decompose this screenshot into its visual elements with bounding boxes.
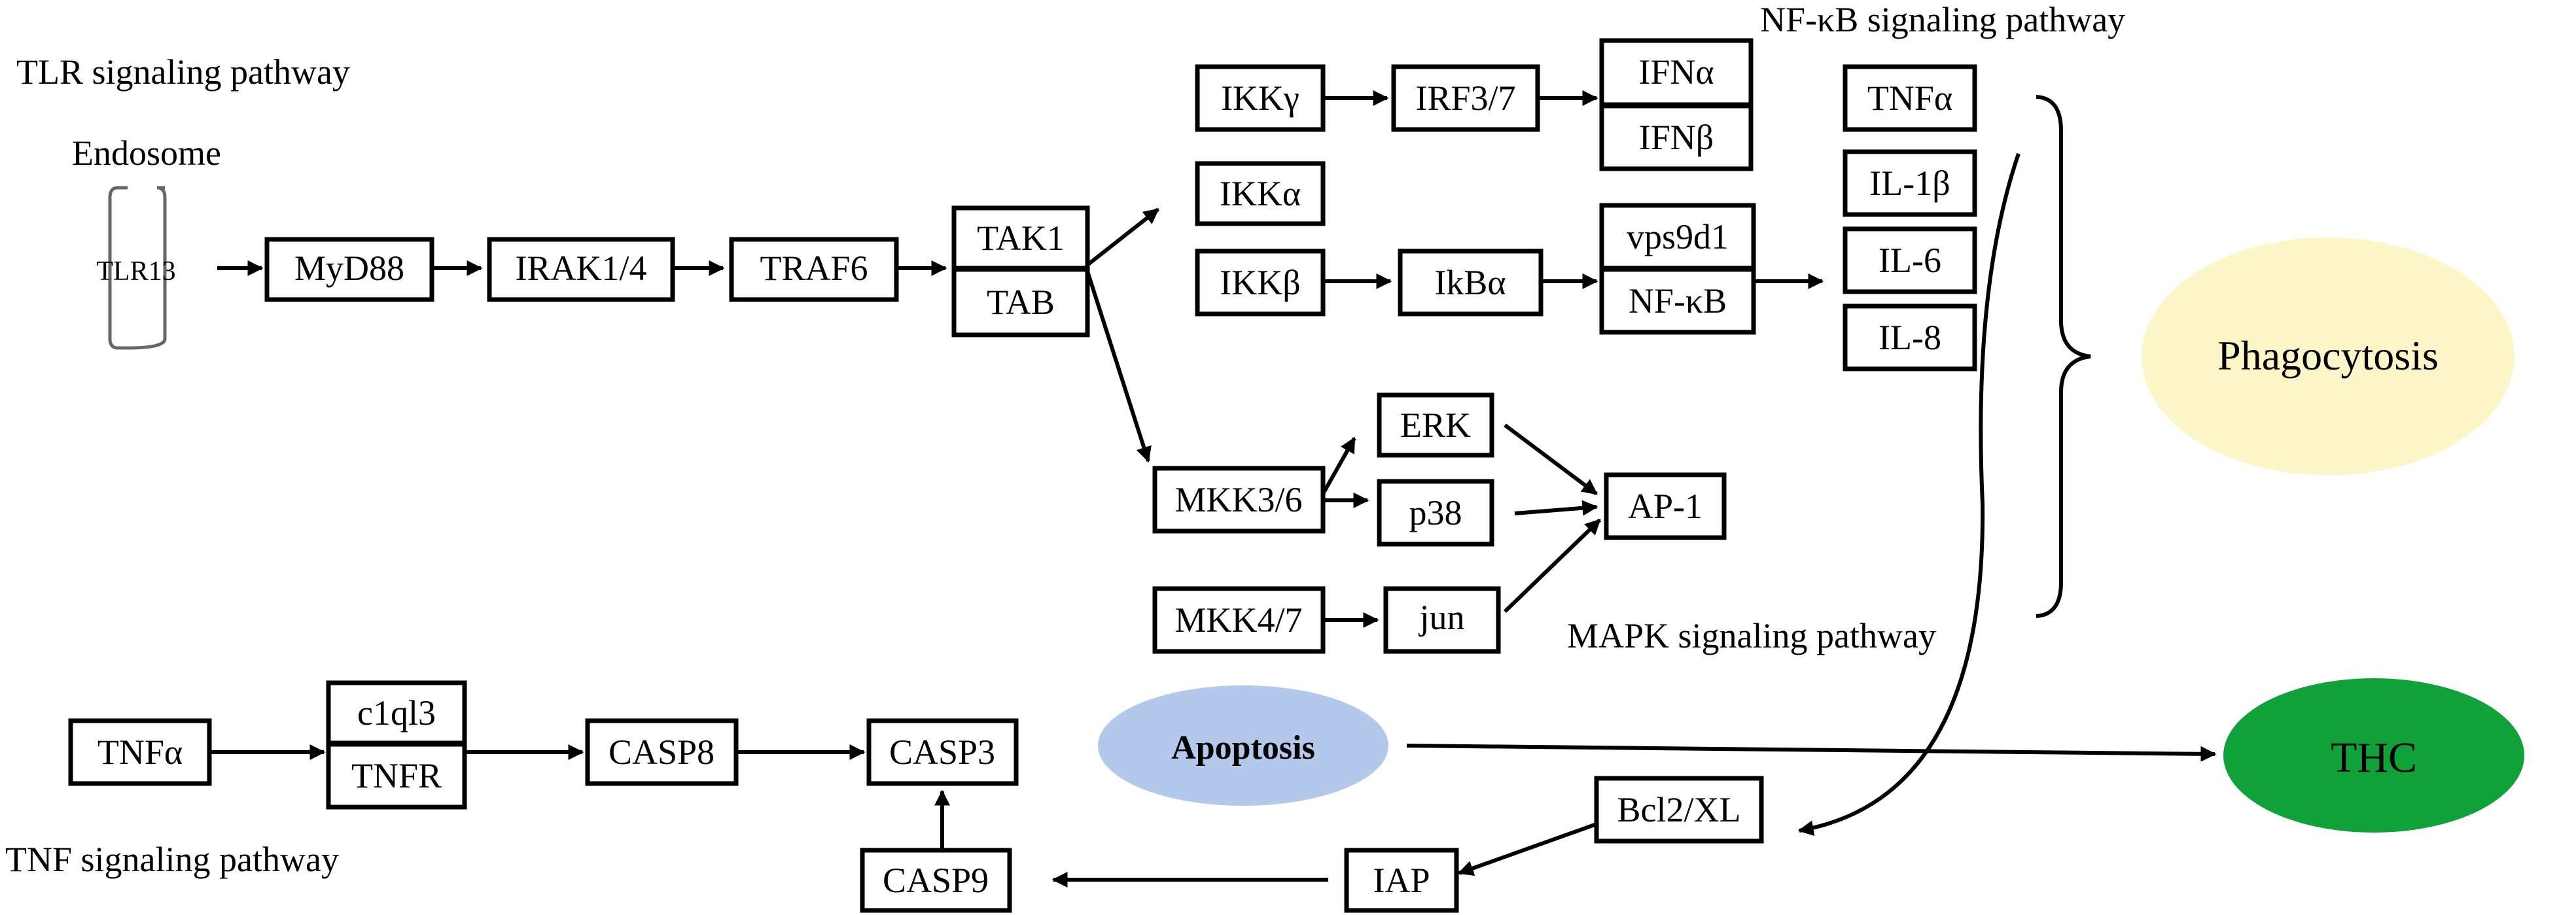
iap-node: IAP [1344,848,1459,913]
iap-label: IAP [1373,861,1430,900]
ifna-label: IFNα [1638,52,1714,92]
mkk47-label: MKK4/7 [1174,600,1302,640]
vps9d1-nfkb-node: vps9d1 NF-κB [1599,203,1756,335]
nfkb-label: NF-κB [1629,281,1727,320]
mkk36-node: MKK3/6 [1152,466,1326,534]
il8-node: IL-8 [1843,303,1977,371]
tnfa-in-label: TNFα [97,733,183,772]
p38-label: p38 [1409,493,1462,532]
casp9-label: CASP9 [883,861,989,900]
tlr13-label: TLR13 [96,256,175,286]
endosome-shape [108,186,167,350]
il8-label: IL-8 [1879,318,1941,357]
thc-outcome: THC [2223,678,2524,833]
tnfr-label: TNFR [351,756,442,795]
bcl2-label: Bcl2/XL [1617,790,1741,829]
ikka-node: IKKα [1195,161,1326,226]
nfkb-pathway-title: NF-κB signaling pathway [1760,0,2125,39]
arrows [209,90,2217,888]
traf6-label: TRAF6 [760,249,868,288]
il1b-label: IL-1β [1869,164,1950,203]
ikba-node: IkBα [1398,249,1544,317]
casp8-label: CASP8 [609,733,715,772]
vps9d1-label: vps9d1 [1627,217,1729,256]
ap1-node: AP-1 [1604,472,1727,540]
ikkb-label: IKKβ [1220,263,1300,302]
tak1-tab-node: TAK1 TAB [951,205,1090,337]
ikkg-label: IKKγ [1221,78,1299,118]
ifnb-label: IFNβ [1639,118,1714,157]
irak-node: IRAK1/4 [487,237,675,302]
c1ql3-label: c1ql3 [357,693,436,733]
ikba-label: IkBα [1434,263,1506,302]
irf37-label: IRF3/7 [1415,78,1515,118]
casp9-node: CASP9 [860,848,1012,913]
c1ql3-tnfr-node: c1ql3 TNFR [326,680,467,810]
tnfa-out-node: TNFα [1843,64,1977,132]
ikka-label: IKKα [1220,174,1301,213]
ifn-node: IFNα IFNβ [1599,38,1754,171]
erk-label: ERK [1400,406,1471,445]
irf37-node: IRF3/7 [1391,64,1540,132]
tlr-pathway-title: TLR signaling pathway [16,52,350,92]
ikkb-node: IKKβ [1195,249,1326,317]
mapk-pathway-title: MAPK signaling pathway [1567,616,1936,655]
p38-node: p38 [1377,479,1494,547]
myd88-label: MyD88 [294,249,404,288]
apoptosis-label: Apoptosis [1171,729,1315,767]
irak-label: IRAK1/4 [516,249,647,288]
ikkg-node: IKKγ [1195,64,1326,132]
il6-label: IL-6 [1879,241,1941,280]
tak1-label: TAK1 [977,218,1065,258]
traf6-node: TRAF6 [729,237,899,302]
phagocytosis-label: Phagocytosis [2217,332,2439,379]
tab-label: TAB [987,283,1055,322]
jun-node: jun [1383,586,1501,654]
phagocytosis-outcome: Phagocytosis [2142,237,2514,475]
jun-label: jun [1418,598,1464,637]
myd88-node: MyD88 [264,237,434,302]
erk-node: ERK [1377,392,1494,458]
il6-node: IL-6 [1843,226,1977,294]
casp3-label: CASP3 [889,733,995,772]
endosome-label: Endosome [72,133,221,173]
il1b-node: IL-1β [1843,149,1977,217]
casp3-node: CASP3 [866,718,1019,786]
apoptosis-outcome: Apoptosis [1098,685,1388,806]
mkk36-label: MKK3/6 [1174,480,1302,519]
tnfa-out-label: TNFα [1867,78,1952,118]
mkk47-node: MKK4/7 [1152,586,1326,654]
tnfa-in-node: TNFα [68,718,212,786]
ap1-label: AP-1 [1628,487,1703,526]
bcl2-node: Bcl2/XL [1594,776,1764,844]
tnf-pathway-title: TNF signaling pathway [5,840,339,879]
thc-label: THC [2331,734,2417,782]
casp8-node: CASP8 [585,718,739,786]
